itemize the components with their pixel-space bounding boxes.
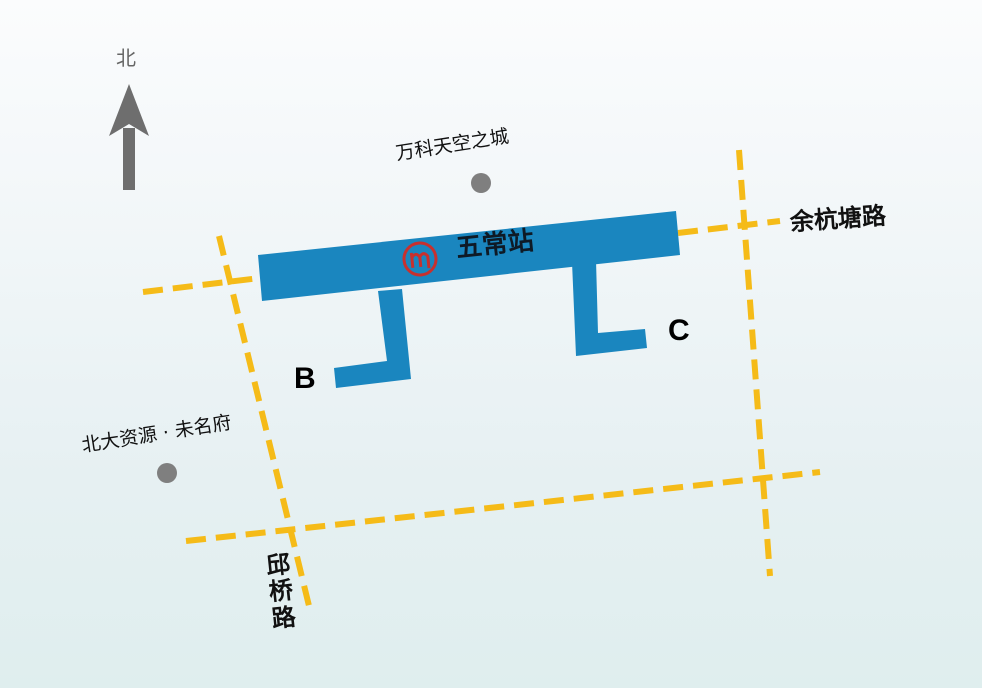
road-label-yuhangtang: 余杭塘路: [789, 201, 887, 237]
poi-marker-beida[interactable]: [157, 463, 177, 483]
road-yuhangtang-west: [142, 275, 261, 295]
station-name[interactable]: 五常站: [454, 226, 536, 264]
north-arrow-icon: [109, 84, 149, 190]
exit-b-passage: [334, 289, 411, 388]
exit-c-passage: [572, 260, 647, 356]
station-hall: [258, 211, 680, 301]
station-structure[interactable]: [258, 211, 680, 388]
road-qiuqiao: [216, 235, 313, 611]
poi-marker-vanke[interactable]: [471, 173, 491, 193]
compass-label: 北: [116, 46, 136, 70]
hangzhou-metro-logo-icon: [402, 241, 438, 277]
exit-b-label[interactable]: B: [294, 362, 316, 395]
road-yuhangtang-east: [677, 218, 781, 236]
exit-c-label[interactable]: C: [668, 314, 690, 347]
road-east-ns: [736, 149, 773, 577]
